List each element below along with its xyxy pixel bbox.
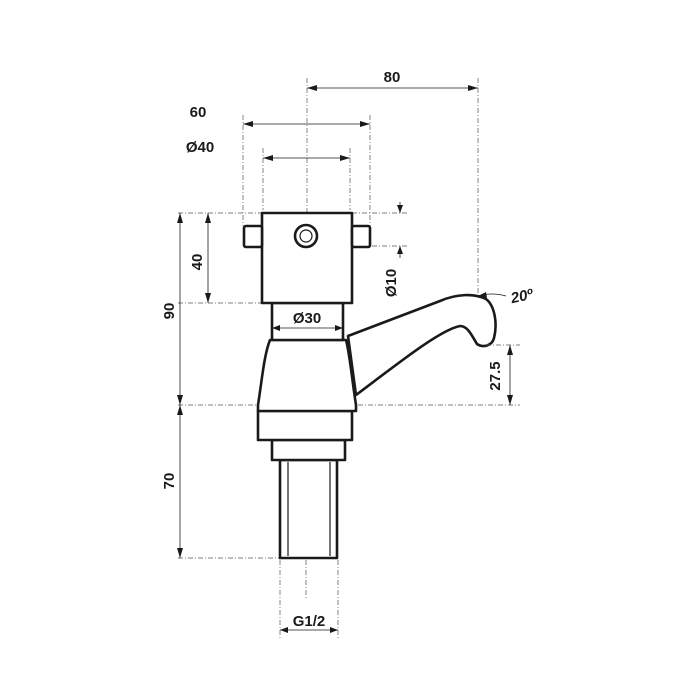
tap-outline <box>242 211 497 560</box>
dim-neck-diameter-30: Ø30 <box>272 310 343 331</box>
dim-thread-g1-2: G1/2 <box>280 613 338 633</box>
dim-pin-diameter-10: Ø10 <box>383 202 403 297</box>
dim-label-dia10: Ø10 <box>383 269 400 297</box>
cross-pin-right <box>350 224 372 249</box>
dim-label-40: 40 <box>189 254 206 271</box>
dim-label-70: 70 <box>161 473 178 490</box>
dim-label-dia30: Ø30 <box>293 310 321 327</box>
dim-label-80: 80 <box>384 69 401 86</box>
dim-height-70: 70 <box>161 405 183 558</box>
dim-label-60: 60 <box>190 104 207 121</box>
tap-body <box>256 338 358 413</box>
dim-label-dia40: Ø40 <box>186 139 214 156</box>
hex-nut <box>270 438 347 462</box>
dim-spout-height-27-5: 27.5 <box>486 344 520 405</box>
dim-label-20deg: 20º <box>508 286 536 308</box>
dim-width-80: 80 <box>307 69 478 91</box>
dim-width-60: 60 <box>190 104 370 127</box>
dim-handle-diameter-40: Ø40 <box>186 139 350 161</box>
dim-label-27-5: 27.5 <box>487 361 504 390</box>
cross-pin-left <box>242 224 264 249</box>
dim-height-90: 90 <box>161 213 183 405</box>
spout <box>346 293 497 397</box>
dim-label-g1-2: G1/2 <box>293 613 326 630</box>
base-flange <box>256 409 354 442</box>
dim-spout-angle-20: 20º <box>477 286 536 308</box>
indicator-button <box>293 223 319 249</box>
dim-label-90: 90 <box>161 303 178 320</box>
dim-height-40: 40 <box>189 213 211 303</box>
